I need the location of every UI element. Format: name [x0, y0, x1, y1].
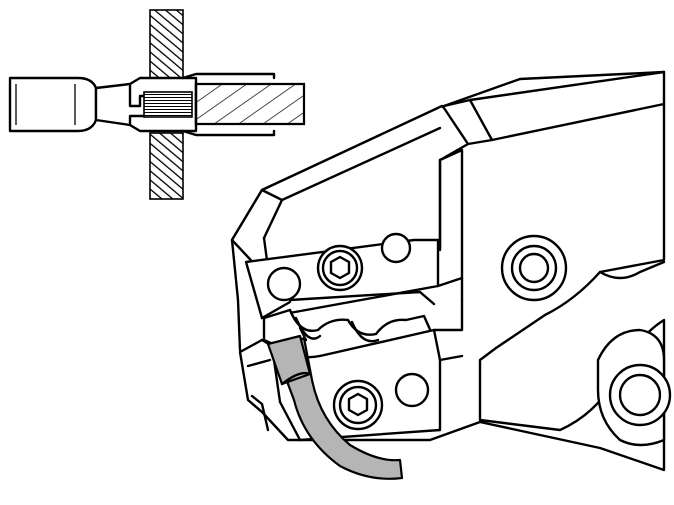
cable-section	[194, 82, 306, 126]
hole-upper-right	[380, 232, 412, 264]
insulated-cable	[266, 334, 404, 480]
crimped-strands	[143, 91, 193, 118]
handle-bolt	[596, 328, 672, 447]
detail-inset	[8, 9, 306, 200]
connector-sleeve	[8, 76, 98, 133]
hole-upper-left	[266, 266, 302, 302]
hex-socket-screw-upper	[316, 244, 364, 292]
pivot-bolt	[500, 234, 568, 302]
lower-die-section	[149, 132, 184, 200]
upper-die-section	[149, 9, 184, 79]
hole-lower-right	[394, 372, 430, 408]
hex-socket-screw-lower	[332, 379, 384, 431]
